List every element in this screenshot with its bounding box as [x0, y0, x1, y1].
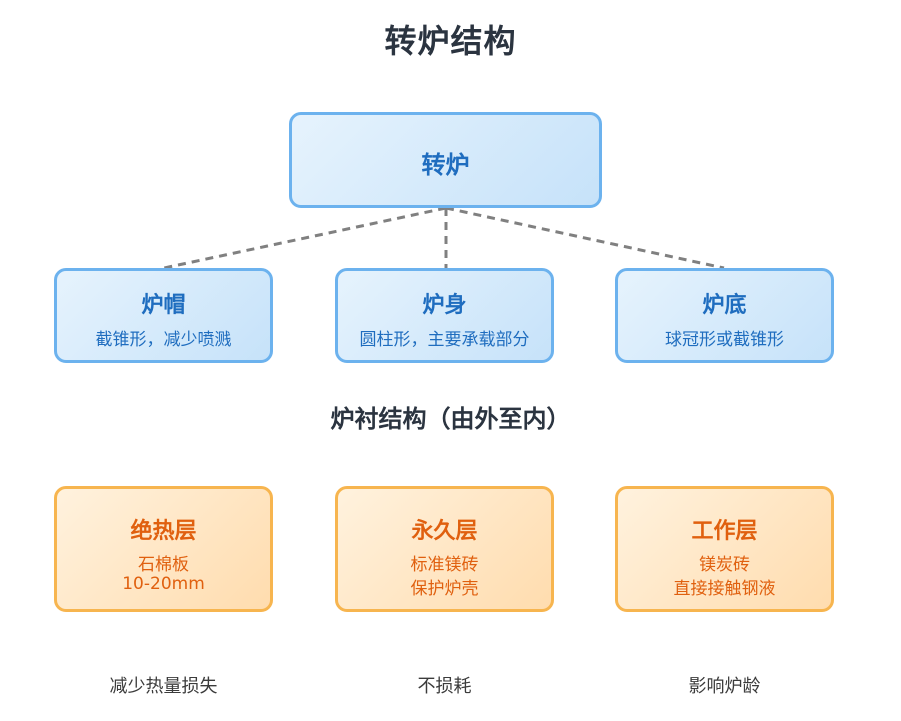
connector-root-to-cap — [163, 206, 447, 270]
root-node-converter: 转炉 — [289, 112, 602, 208]
layer-node-detail: 直接接触钢液 — [673, 579, 776, 599]
layer-node-material: 标准镁砖 — [410, 555, 479, 575]
layer-node-label: 绝热层 — [130, 519, 197, 544]
layer-node-label: 工作层 — [691, 519, 758, 544]
layer-note-working: 影响炉龄 — [688, 676, 761, 697]
lining-section-title: 炉衬结构（由外至内） — [330, 405, 571, 433]
part-node-label: 炉身 — [422, 293, 467, 318]
part-node-bottom: 炉底 球冠形或截锥形 — [615, 268, 834, 363]
part-node-desc: 球冠形或截锥形 — [665, 330, 784, 350]
layer-note-insulation: 减少热量损失 — [109, 676, 218, 697]
layer-node-material: 镁炭砖 — [699, 555, 750, 575]
part-node-desc: 圆柱形，主要承载部分 — [359, 330, 530, 350]
layer-node-detail: 10-20mm — [122, 574, 205, 594]
part-node-body: 炉身 圆柱形，主要承载部分 — [335, 268, 554, 363]
connector-root-to-bottom — [445, 206, 725, 270]
layer-note-permanent: 不损耗 — [417, 676, 472, 697]
part-node-desc: 截锥形，减少喷溅 — [95, 330, 232, 350]
part-node-label: 炉帽 — [141, 293, 186, 318]
layer-node-material: 石棉板 — [138, 555, 189, 575]
layer-node-detail: 保护炉壳 — [410, 579, 479, 599]
part-node-label: 炉底 — [702, 293, 747, 318]
diagram-title: 转炉结构 — [384, 22, 517, 60]
layer-node-working: 工作层 镁炭砖 直接接触钢液 — [615, 486, 834, 612]
root-node-label: 转炉 — [421, 151, 470, 179]
layer-node-insulation: 绝热层 石棉板 10-20mm — [54, 486, 273, 612]
part-node-cap: 炉帽 截锥形，减少喷溅 — [54, 268, 273, 363]
layer-node-permanent: 永久层 标准镁砖 保护炉壳 — [335, 486, 554, 612]
layer-node-label: 永久层 — [411, 519, 478, 544]
